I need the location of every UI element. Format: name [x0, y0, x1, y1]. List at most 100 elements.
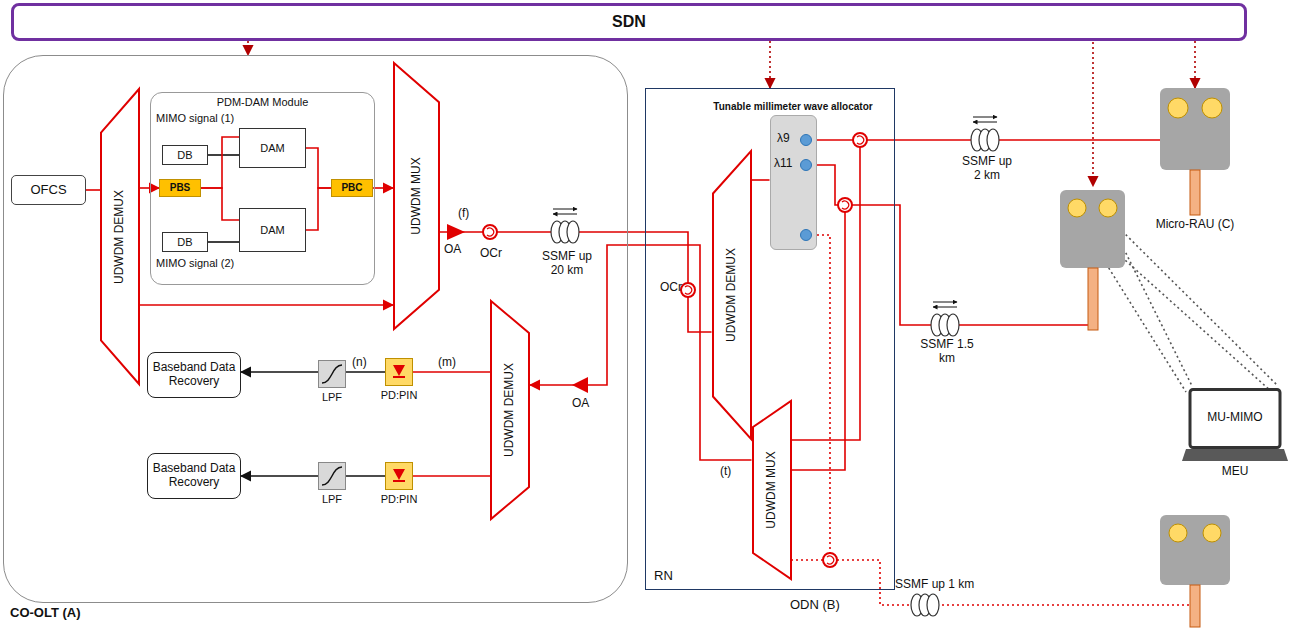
data-box: DB	[162, 232, 208, 252]
data-box: DB	[162, 145, 208, 165]
filter-symbol: LPF	[318, 462, 346, 490]
node-label: MU-MIMO	[1190, 411, 1280, 425]
trapezoid-outline	[491, 301, 529, 519]
circulator-arrow	[857, 136, 864, 144]
demux-block: UDWDM DEMUX	[100, 88, 140, 385]
connector	[373, 187, 393, 189]
filter-box	[319, 463, 346, 490]
node-outline	[1182, 388, 1288, 462]
filter-box	[319, 361, 346, 388]
photodiode-box	[386, 359, 413, 386]
callout-label: OCr	[660, 281, 682, 295]
direction-arrow	[973, 117, 997, 118]
node-label: PBC	[335, 182, 369, 194]
callout-label: (f)	[458, 207, 469, 221]
node-label: PD:PIN	[381, 493, 418, 506]
demux-block: UDWDM DEMUX	[712, 150, 752, 440]
callout-label: MIMO signal (1)	[156, 112, 234, 125]
antenna-symbol	[1169, 524, 1187, 542]
wavelength-selector	[800, 229, 811, 240]
node-label: OFCS	[15, 183, 82, 198]
node-label: UDWDM DEMUX	[503, 363, 517, 457]
callout-label: (n)	[352, 356, 367, 370]
central-office-region: CO-OLT (A)OFCSUDWDM DEMUXPDM-DAM ModuleD…	[3, 55, 628, 603]
dotted-fiber	[837, 560, 1190, 605]
rau-body	[1060, 190, 1125, 268]
diode-bar	[393, 376, 405, 378]
trapezoid-outline	[394, 63, 439, 329]
diode-symbol	[393, 365, 405, 376]
connector	[208, 241, 239, 243]
node-label: Tunable millimeter wave allocator	[713, 101, 872, 113]
trapezoid-outline	[713, 151, 751, 439]
callout-label: (m)	[438, 356, 456, 370]
callout-label: SSMF up 1 km	[895, 578, 974, 592]
fiber-coil	[927, 594, 939, 616]
circulator-symbol	[838, 198, 852, 212]
fiber-line	[852, 205, 1088, 325]
connector	[306, 148, 331, 188]
connector	[346, 475, 385, 477]
diode-bar	[393, 480, 405, 482]
circulator-arrow	[842, 201, 849, 209]
node-outline	[1160, 88, 1230, 215]
node-label: UDWDM MUX	[765, 451, 779, 528]
connector	[241, 371, 318, 373]
demux-block: UDWDM DEMUX	[490, 300, 530, 520]
node-label: DB	[166, 149, 204, 162]
callout-label: SSMF 1.5 km	[918, 338, 976, 366]
node-label: MEU	[1222, 465, 1249, 479]
recovery-box: Baseband Data Recovery	[147, 352, 241, 398]
wavelength-selector	[800, 134, 811, 145]
connector	[241, 475, 318, 477]
circulator-symbol	[823, 553, 837, 567]
dotted-fiber	[817, 235, 830, 553]
connector	[346, 371, 385, 373]
direction-arrow	[553, 214, 577, 215]
node-label: DAM	[243, 224, 302, 237]
connector	[201, 188, 239, 220]
antenna-symbol	[1168, 98, 1188, 118]
node-label: Baseband Data Recovery	[151, 361, 237, 389]
node-label: PBS	[163, 182, 197, 194]
rau-body	[1160, 515, 1230, 585]
fiber-line	[792, 212, 845, 470]
node-label: PD:PIN	[381, 389, 418, 402]
fiber-line	[817, 165, 838, 205]
node-outline	[318, 462, 346, 490]
node-label: RN	[654, 569, 673, 584]
node-label: LPF	[322, 391, 342, 404]
node-label: DAM	[243, 142, 302, 155]
connector	[440, 232, 712, 332]
node-outline	[385, 462, 413, 490]
connector	[413, 475, 490, 477]
connector	[247, 41, 249, 55]
wireless-link	[1108, 217, 1278, 386]
node-outline	[770, 115, 817, 250]
rau-pole	[1088, 268, 1098, 330]
photodiode-symbol: PD:PIN	[385, 462, 413, 490]
wavelength-selector	[800, 159, 811, 170]
trapezoid-outline	[101, 89, 139, 384]
radio-unit: Micro-RAU (C)	[1160, 88, 1230, 215]
circulator-symbol	[853, 133, 867, 147]
callout-label: SSMF up 20 km	[538, 250, 596, 278]
callout-label: OA	[572, 397, 589, 411]
connector	[413, 371, 490, 373]
callout-label: MIMO signal (2)	[156, 257, 234, 270]
rau-pole	[1190, 170, 1200, 215]
photodiode-symbol: PD:PIN	[385, 358, 413, 386]
fiber-coil	[567, 221, 579, 243]
antenna-symbol	[1099, 199, 1117, 217]
splitter-box: PBS	[159, 179, 201, 197]
filter-curve	[322, 365, 342, 383]
connector	[306, 188, 331, 230]
mux-block: UDWDM MUX	[752, 400, 792, 580]
node-label: Micro-RAU (C)	[1156, 218, 1235, 232]
connector	[86, 189, 100, 191]
antenna-symbol	[1203, 524, 1221, 542]
circulator-symbol	[483, 225, 497, 239]
circulator-arrow	[487, 228, 494, 236]
